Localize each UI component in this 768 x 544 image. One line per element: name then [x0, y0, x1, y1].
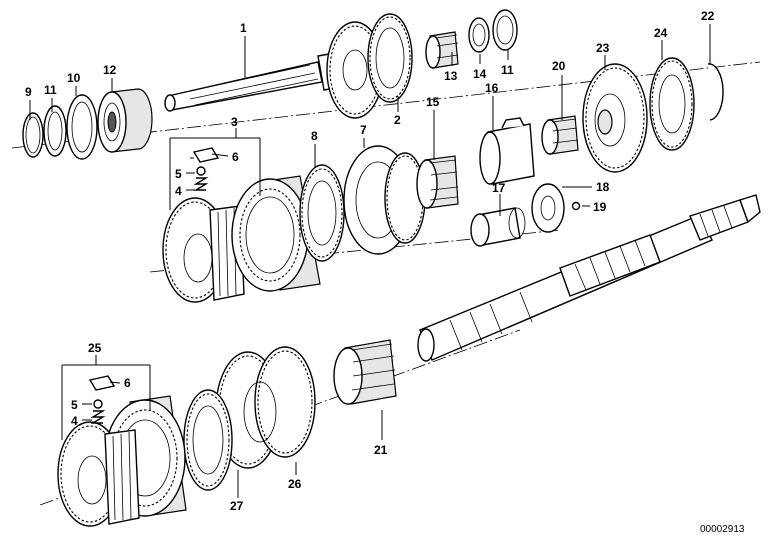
- callout-11-left: 11: [44, 83, 57, 97]
- part-10-ring: [66, 94, 98, 160]
- callout-26: 26: [288, 477, 302, 491]
- part-14-washer: [468, 17, 490, 53]
- diagram-code: 00002913: [700, 524, 745, 535]
- part-21-needle-bearing: [333, 339, 397, 405]
- part-13-needle-bearing: [425, 31, 459, 69]
- callout-8: 8: [311, 129, 318, 143]
- callout-6-upper: 6: [232, 150, 239, 164]
- main-output-shaft: [417, 194, 761, 362]
- part-5-lower-detent-ball: [93, 399, 103, 409]
- callout-16: 16: [485, 81, 499, 95]
- callout-11-top: 11: [501, 63, 514, 77]
- part-25-synchro-hub-assembly: [57, 421, 140, 527]
- part-9-snap-ring: [22, 112, 44, 158]
- callout-24: 24: [654, 26, 668, 40]
- callout-27: 27: [230, 499, 244, 513]
- callout-4-upper: 4: [175, 184, 182, 198]
- callout-4-lower: 4: [71, 414, 78, 428]
- callout-14: 14: [473, 67, 487, 81]
- callout-19: 19: [593, 200, 607, 214]
- part-20-needle-bearing: [541, 115, 579, 155]
- part-18-thrust-washer: [531, 183, 565, 233]
- callout-25: 25: [88, 341, 102, 355]
- callout-labels: 1 2 3 4 4 5 5 6 6 7 8 9 10 11 11 12 13 1…: [25, 9, 715, 513]
- callout-9: 9: [25, 85, 32, 99]
- part-6-lower-shift-key: [88, 375, 116, 391]
- part-4-lower-spring: [90, 410, 106, 424]
- callout-1: 1: [240, 21, 247, 35]
- callout-15: 15: [426, 95, 440, 109]
- part-7-gear: [343, 145, 426, 255]
- part-12-bearing: [97, 88, 153, 153]
- part-6-shift-key: [192, 147, 220, 163]
- part-16-sleeve: [479, 117, 535, 185]
- callout-6-lower: 6: [124, 376, 131, 390]
- callout-17: 17: [492, 181, 506, 195]
- part-15-needle-bearing: [416, 155, 459, 209]
- leader-lines: [29, 24, 711, 498]
- part-24-synchro-ring: [649, 57, 695, 151]
- callout-7: 7: [360, 123, 367, 137]
- callout-3: 3: [231, 115, 238, 129]
- callout-23: 23: [596, 41, 610, 55]
- callout-10: 10: [67, 71, 81, 85]
- callout-21: 21: [374, 443, 388, 457]
- part-8-synchro-ring: [299, 164, 345, 262]
- callout-20: 20: [552, 59, 566, 73]
- part-11-ring: [43, 105, 67, 157]
- part-2-synchro-ring: [367, 13, 413, 103]
- part-1-input-shaft: [164, 21, 384, 119]
- callout-13: 13: [444, 69, 458, 83]
- part-23-gear: [582, 63, 648, 173]
- part-22-circlip: [707, 63, 724, 121]
- callout-12: 12: [103, 63, 117, 77]
- callout-18: 18: [596, 180, 610, 194]
- part-27-synchro-ring: [183, 389, 233, 491]
- callout-22: 22: [701, 9, 715, 23]
- part-3-synchro-hub-assembly: [162, 197, 245, 303]
- callout-5-upper: 5: [175, 167, 182, 181]
- callout-5-lower: 5: [71, 398, 78, 412]
- part-5-detent-ball: [196, 166, 206, 176]
- part-4-spring: [193, 177, 209, 191]
- part-17-bushing: [470, 207, 526, 247]
- part-11-upper-ring: [492, 9, 518, 51]
- callout-2: 2: [394, 113, 401, 127]
- part-19-ball: [571, 201, 581, 211]
